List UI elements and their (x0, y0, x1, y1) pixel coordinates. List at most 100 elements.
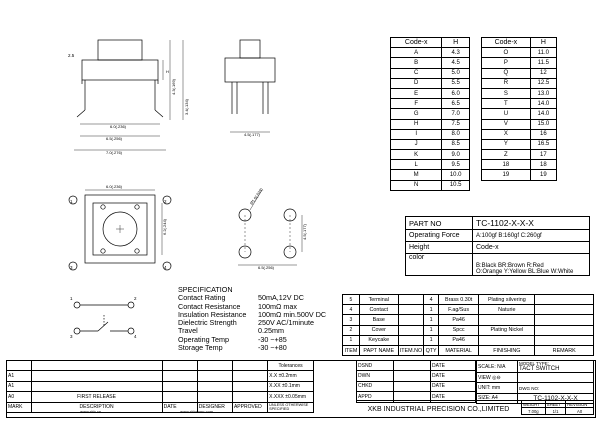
bom-cell (397, 293, 425, 306)
bom-cell: 1 (423, 324, 440, 336)
height-cell: 11.0 (529, 47, 558, 59)
dim-h: H (166, 69, 169, 74)
code-cell: O (481, 47, 531, 59)
code-cell: G (389, 108, 443, 120)
pin-2: 2 (164, 199, 167, 204)
spec-label: Contact Resistance (178, 301, 241, 311)
bom-cell: 1 (423, 334, 440, 346)
color-value-1: B:Black BR:Brown R:Red (476, 263, 544, 269)
code-cell: B (389, 57, 443, 69)
top-view-button (102, 211, 138, 247)
bom-cell: MATERIAL (438, 344, 480, 357)
sheet-label: SHEET (544, 400, 567, 408)
height-cell: 7.0 (441, 108, 470, 120)
bom-cell: 1 (423, 304, 440, 316)
pcb-hole-br (283, 245, 297, 259)
height-cell: 16.5 (529, 138, 558, 151)
bom-cell: Base (358, 314, 399, 326)
code-cell: U (481, 108, 531, 120)
top-view-body (84, 194, 156, 264)
unit: UNIT: mm (476, 382, 518, 394)
height-cell: 19 (529, 169, 558, 181)
dim-w3: 6.2(.244) (162, 218, 167, 235)
bom-cell: ITEM.NO (397, 344, 425, 357)
color-value-2: O:Orange Y:Yellow BL:Blue W:White (476, 269, 574, 275)
bom-cell (534, 293, 594, 306)
spec-value: 0.25mm (258, 326, 284, 336)
model-type-label: MODEL TYPE: (519, 361, 550, 366)
code-cell: S (481, 87, 531, 100)
bom-cell (397, 324, 425, 336)
spec-value: 50mA,12V DC (258, 293, 304, 303)
first-release: FIRST RELEASE (30, 391, 163, 403)
height-cell: 13.0 (529, 87, 558, 100)
rev-h-date: DATE (161, 401, 198, 413)
date-1: DATE (430, 359, 476, 372)
sch-pin-3: 3 (70, 334, 73, 339)
bom-cell (534, 304, 594, 316)
bom-cell: Keycake (358, 334, 399, 346)
body-side-1 (81, 59, 159, 81)
spec-label: Travel (178, 326, 198, 336)
code-cell: D (389, 77, 443, 89)
bom-cell: PAPT NAME (358, 344, 399, 357)
dim-w2: 6.0(.236) (106, 184, 123, 189)
unless-specified: UNLESS OTHERWISE SPECIFIED (267, 401, 314, 413)
sheet-value: 1/1 (544, 407, 567, 415)
bom-cell: 4 (342, 304, 360, 316)
height-cell: 18 (529, 159, 558, 171)
bom-cell: Brass 0.30t (438, 293, 480, 306)
code-cell: A (389, 47, 443, 59)
spec-row: Operating Temp-30 ~+85 (178, 334, 326, 344)
tol-1v: ±0.2mm (278, 373, 297, 380)
col-h: H (529, 36, 558, 49)
code-cell: H (389, 118, 443, 130)
code-cell: 19 (481, 169, 531, 181)
part-no-value: TC-1102-X-X-X (472, 216, 590, 230)
code-cell: J (389, 138, 443, 151)
tol-2: X.XX (269, 383, 281, 390)
tol-1: X.X (269, 373, 278, 380)
bom-cell: Naturie (478, 304, 536, 316)
code-cell: L (389, 159, 443, 171)
height-cell: 7.5 (441, 118, 470, 130)
height-cell: 8.0 (441, 128, 470, 140)
weight-label: WEIGHT (521, 400, 546, 408)
bom-cell: Pa46 (438, 334, 480, 346)
pcb-hole-bl (238, 245, 252, 259)
bom-cell: F.ag/Sus (438, 304, 480, 316)
bom-cell: Plating Nickel (478, 324, 536, 336)
spec-value: 250V AC/1minute (258, 318, 314, 328)
bom-cell (534, 324, 594, 336)
height-cell: 8.5 (441, 138, 470, 151)
rev-row-2: A1 (6, 380, 32, 393)
view-label: VIEW (478, 374, 491, 381)
code-cell: Z (481, 149, 531, 161)
part-number-table: PART NO TC-1102-X-X-X Operating Force A:… (405, 216, 590, 276)
bom-cell: REMARK (534, 344, 594, 357)
sch-pin-4: 4 (134, 334, 137, 339)
height-cell: 12 (529, 67, 558, 79)
code-cell: R (481, 77, 531, 89)
spec-value: -30 ~+85 (258, 334, 287, 344)
height-cell: 9.5 (441, 159, 470, 171)
model-type-value: TACT SWITCH (519, 366, 560, 372)
height-cell: 6.0 (441, 87, 470, 100)
col-code-x: Code-x (389, 36, 443, 49)
revision-table: Tolerances A1 X.X ±0.2mm A1 X.XX ±0.1mm … (6, 359, 314, 413)
